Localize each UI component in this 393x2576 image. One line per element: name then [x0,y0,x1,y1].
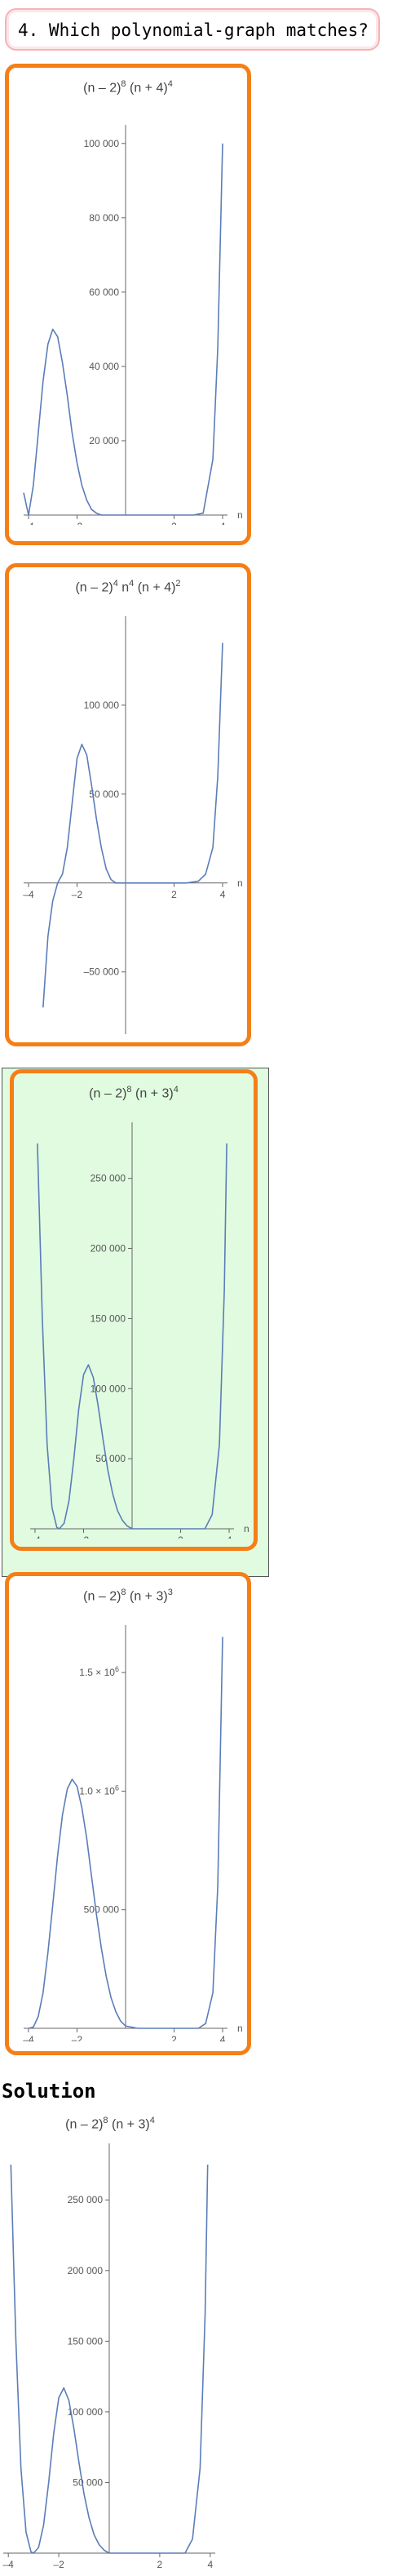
x-tick-label: 2 [171,2034,177,2041]
y-tick-label: 200 000 [68,2265,104,2276]
y-tick-label: 100 000 [68,2406,104,2418]
question-text: 4. Which polynomial-graph matches? [18,20,369,40]
graph-plot: –4 –2 2 4 n 500 000 1.0 × 106 1.5 × 106 [23,1625,243,2041]
x-tick-label: –2 [78,1534,90,1539]
polynomial-curve [37,1143,227,1530]
x-tick-label: –4 [23,889,34,900]
x-tick-label: 4 [220,2034,226,2041]
x-axis-label: n [244,1523,249,1534]
polynomial-curve [10,2164,209,2554]
y-tick-label: 80 000 [89,212,119,224]
y-tick-label: 100 000 [84,700,120,711]
solution-heading: Solution [2,2080,96,2103]
graph-plot: –4 –2 2 4n –50 000 50 000 100 000 [23,616,243,1034]
graph-plot: –4 –2 2 4 n 20 000 40 000 60 000 80 000 100 000 [23,125,243,525]
x-tick-label: 4 [220,889,226,900]
x-tick-label: –4 [23,521,34,525]
y-tick-label: 60 000 [89,286,119,298]
x-axis-label: n [237,509,243,521]
x-tick-label: –4 [29,1534,41,1539]
x-tick-label: –4 [23,2034,34,2041]
x-tick-label: –2 [72,2034,83,2041]
graph-title: (n – 2)4 n4 (n + 4)2 [75,579,181,595]
x-tick-label: 2 [171,889,177,900]
graph-title: (n – 2)8 (n + 3)4 [65,2116,155,2132]
y-tick-label: 1.5 × 106 [79,1665,119,1678]
y-tick-label: 100 000 [91,1383,126,1394]
y-tick-label: 40 000 [89,361,119,372]
y-tick-label: 250 000 [91,1173,126,1184]
y-tick-label: 200 000 [91,1243,126,1255]
y-tick-label: 150 000 [68,2335,104,2347]
polynomial-curve [42,642,223,1008]
y-tick-label: 20 000 [89,435,119,446]
option-3[interactable]: (n – 2)8 (n + 3)4 –4 –2 2 4 n 50 000 100 000 15… [10,1069,258,1551]
x-tick-label: –2 [72,889,83,900]
x-tick-label: 4 [220,521,226,525]
x-tick-label: –2 [53,2559,64,2570]
y-tick-label: 100 000 [84,138,120,149]
graph-title: (n – 2)8 (n + 3)3 [83,1588,173,1604]
x-tick-label: 4 [207,2559,213,2570]
x-tick-label: 2 [178,1534,183,1539]
x-tick-label: 4 [227,1534,232,1539]
y-tick-label: 50 000 [95,1453,126,1464]
x-tick-label: 2 [171,521,177,525]
x-axis-label: n [237,877,243,889]
y-tick-label: 50 000 [89,788,119,800]
x-axis-label: n [237,2023,243,2034]
x-tick-label: 2 [157,2559,163,2570]
polynomial-curve [23,143,223,516]
y-tick-label: 1.0 × 106 [79,1783,119,1797]
graph-title: (n – 2)8 (n + 4)4 [83,79,173,95]
question-box: 4. Which polynomial-graph matches? [5,8,380,51]
graph-plot: –4 –2 2 4 n 50 000 100 000 150 000 200 000 250 00… [29,1122,249,1539]
y-tick-label: 250 000 [68,2194,104,2205]
option-4[interactable]: (n – 2)8 (n + 3)3 –4 –2 2 4 n 500 000 1.0 × 10… [5,1572,251,2055]
y-tick-label: –50 000 [84,966,120,978]
y-tick-label: 150 000 [91,1312,126,1324]
option-1[interactable]: (n – 2)8 (n + 4)4 –4 –2 2 4 n 20 000 40 000 60 … [5,64,251,545]
y-tick-label: 50 000 [73,2476,103,2488]
x-tick-label: –4 [3,2559,15,2570]
y-tick-label: 500 000 [84,1904,120,1916]
polynomial-curve [28,1637,223,2029]
graph-title: (n – 2)8 (n + 3)4 [89,1085,179,1101]
x-tick-label: –2 [72,521,83,525]
